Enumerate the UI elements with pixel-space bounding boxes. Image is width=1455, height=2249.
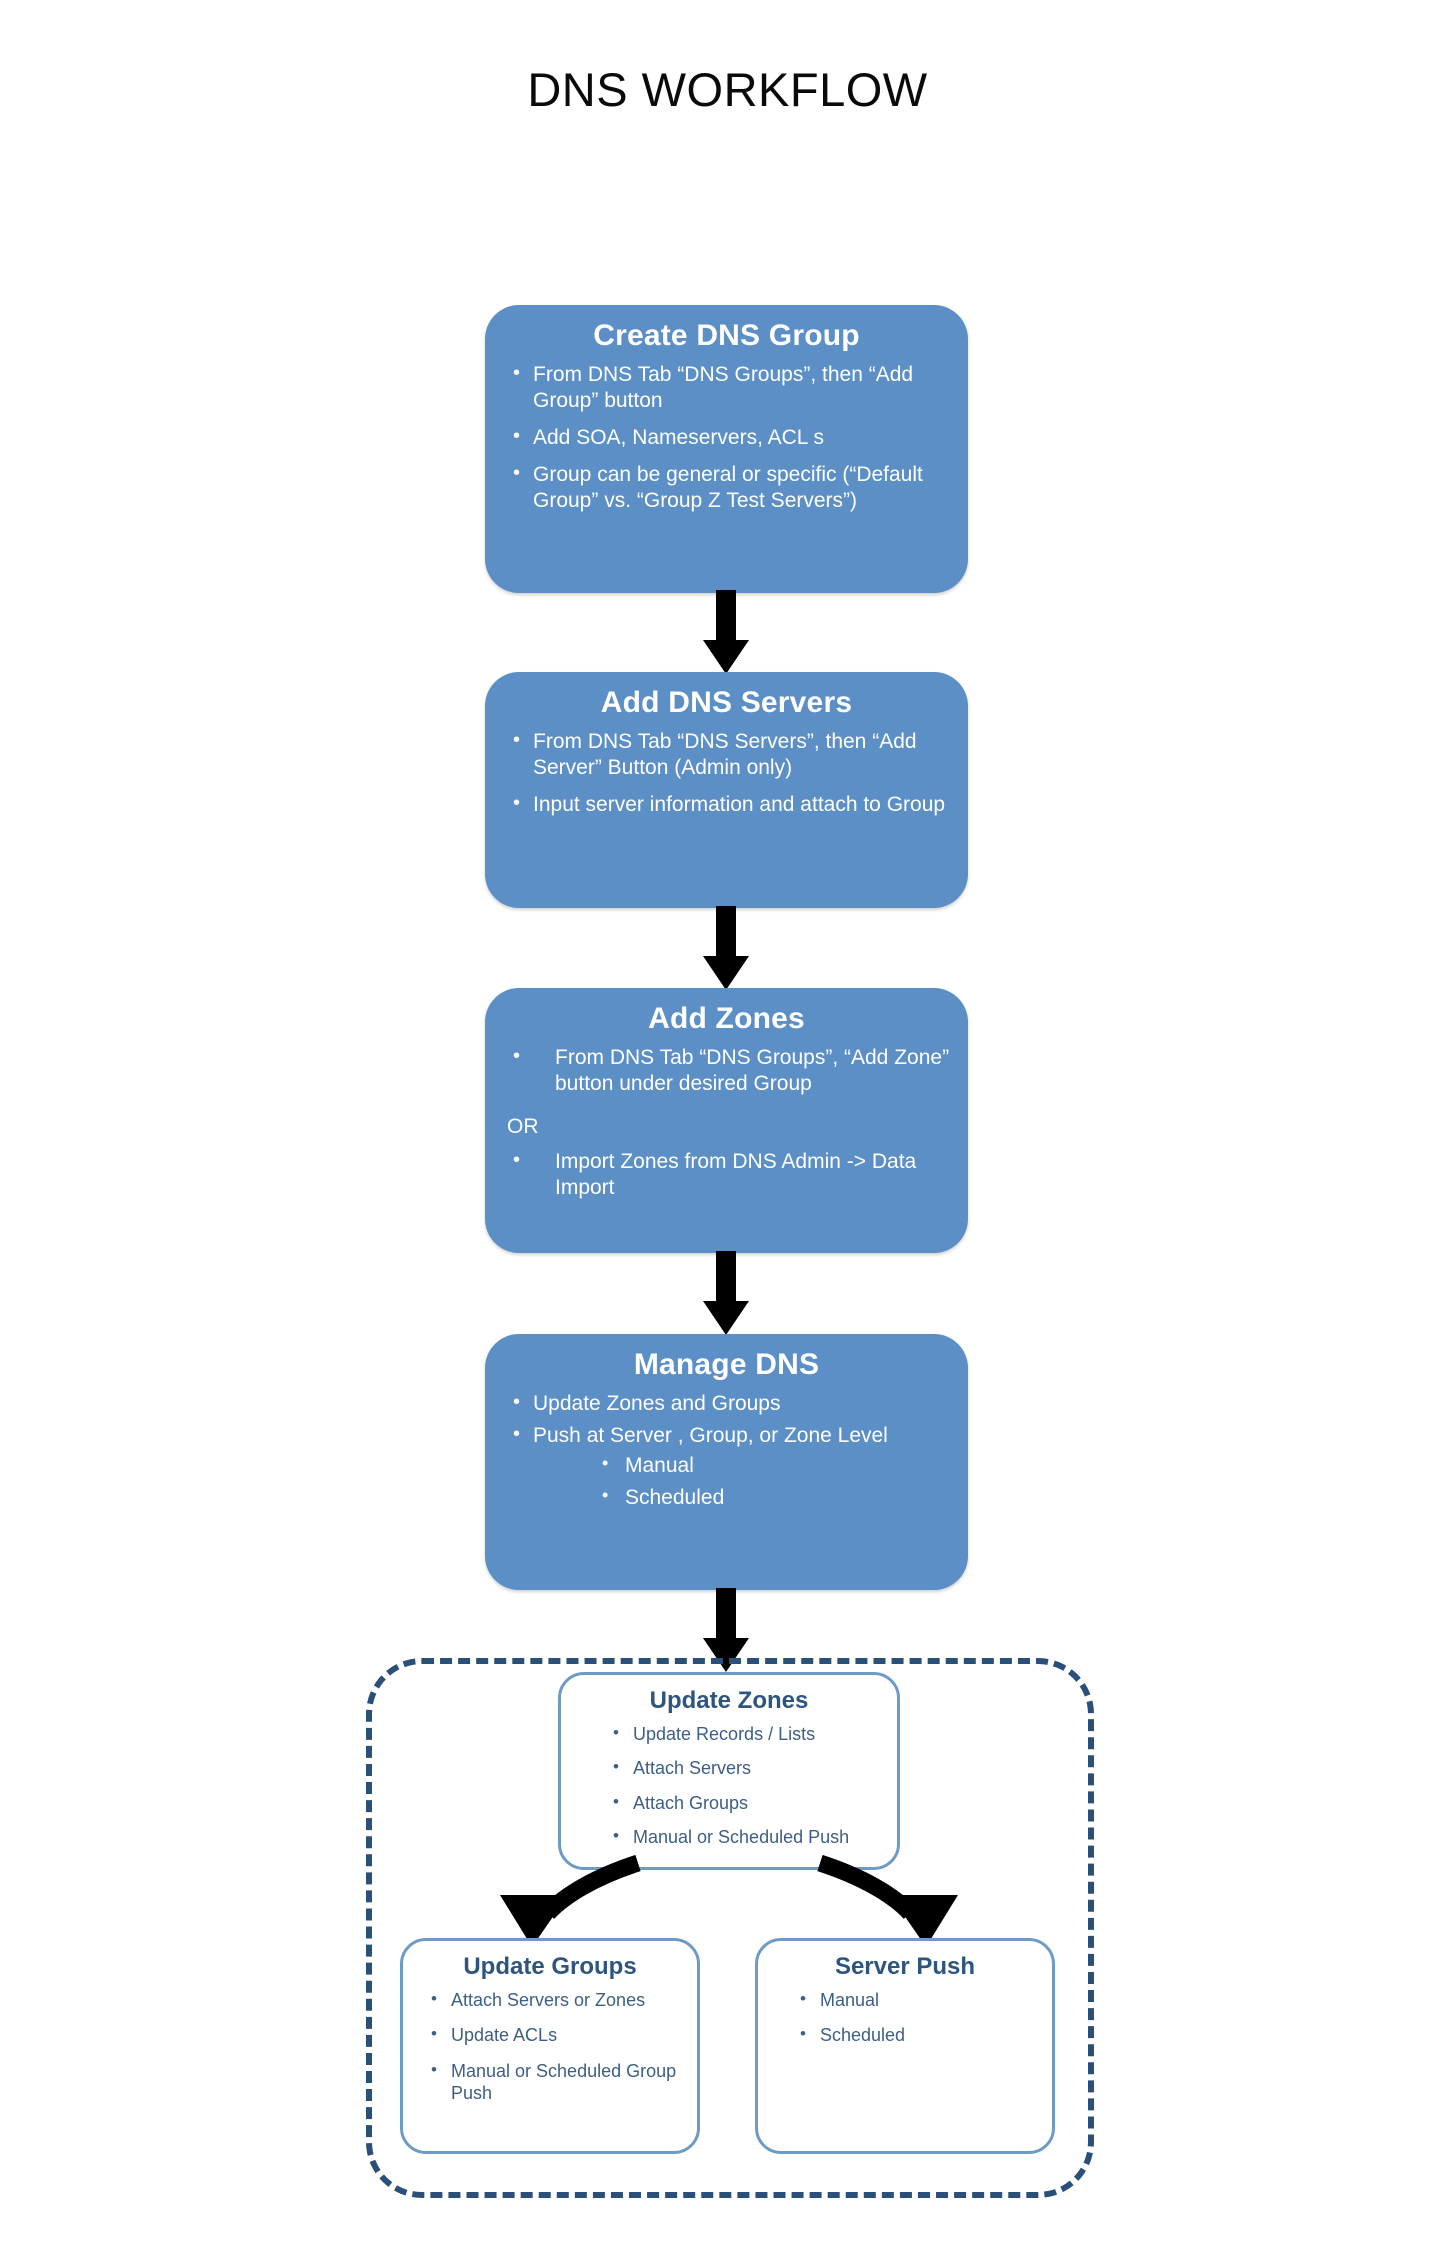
bullet-item: Manual or Scheduled Push	[603, 1825, 887, 1849]
step-box-manage-dns[interactable]: Manage DNS Update Zones and Groups Push …	[485, 1334, 968, 1590]
flow-arrow-down-1	[703, 590, 749, 674]
bullet-item: Update Records / Lists	[603, 1722, 887, 1746]
detail-title-update-groups: Update Groups	[463, 1953, 637, 1980]
bullet-item: Update ACLs	[421, 2023, 687, 2047]
arrow-head	[703, 1301, 749, 1335]
step-bullets-add-dns-servers: From DNS Tab “DNS Servers”, then “Add Se…	[485, 727, 968, 818]
arrow-head	[703, 1638, 749, 1672]
bullet-item: Attach Servers or Zones	[421, 1988, 687, 2012]
bullet-item: Scheduled	[790, 2023, 1042, 2047]
detail-box-server-push[interactable]: Server Push Manual Scheduled	[755, 1938, 1055, 2154]
detail-group-container	[366, 1658, 1094, 2198]
bullet-item: Import Zones from DNS Admin -> Data Impo…	[507, 1148, 950, 1201]
step-title-create-dns-group: Create DNS Group	[593, 319, 860, 352]
step-bullets-add-zones-before: From DNS Tab “DNS Groups”, “Add Zone” bu…	[485, 1043, 968, 1097]
arrow-shaft	[716, 1251, 736, 1301]
bullet-item: Attach Groups	[603, 1791, 887, 1815]
detail-bullets-update-groups: Attach Servers or Zones Update ACLs Manu…	[403, 1988, 697, 2105]
sub-bullet-item: Scheduled	[507, 1484, 950, 1511]
bullet-item: Attach Servers	[603, 1756, 887, 1780]
detail-bullets-update-zones: Update Records / Lists Attach Servers At…	[561, 1722, 897, 1849]
bullet-item: Push at Server , Group, or Zone Level	[507, 1422, 950, 1449]
step-title-add-dns-servers: Add DNS Servers	[600, 686, 853, 719]
arrow-head	[703, 956, 749, 990]
bullet-item: From DNS Tab “DNS Servers”, then “Add Se…	[507, 727, 950, 781]
detail-title-update-zones: Update Zones	[649, 1687, 809, 1714]
bullet-item: Update Zones and Groups	[507, 1389, 950, 1417]
arrow-shaft	[716, 1588, 736, 1638]
step-title-manage-dns: Manage DNS	[633, 1348, 820, 1381]
bullet-item: Group can be general or specific (“Defau…	[507, 461, 950, 514]
arrow-head	[703, 640, 749, 674]
step-bullets-add-zones-after: Import Zones from DNS Admin -> Data Impo…	[485, 1148, 968, 1201]
bullet-item: Manual or Scheduled Group Push	[421, 2059, 687, 2105]
step-box-create-dns-group[interactable]: Create DNS Group From DNS Tab “DNS Group…	[485, 305, 968, 593]
detail-title-server-push: Server Push	[834, 1953, 976, 1980]
bullet-item: Add SOA, Nameservers, ACL s	[507, 424, 950, 451]
detail-bullets-server-push: Manual Scheduled	[758, 1988, 1052, 2047]
bullet-item: Manual	[790, 1988, 1042, 2012]
step-bullets-create-dns-group: From DNS Tab “DNS Groups”, then “Add Gro…	[485, 360, 968, 514]
page-title: DNS WORKFLOW	[527, 63, 928, 116]
flow-arrow-down-3	[703, 1251, 749, 1335]
arrow-shaft	[716, 906, 736, 956]
add-zones-separator-or: OR	[507, 1114, 539, 1138]
step-title-add-zones: Add Zones	[648, 1002, 805, 1035]
bullet-item: From DNS Tab “DNS Groups”, then “Add Gro…	[507, 360, 950, 414]
bullet-item: From DNS Tab “DNS Groups”, “Add Zone” bu…	[507, 1043, 950, 1097]
step-bullets-manage-dns: Update Zones and Groups Push at Server ,…	[485, 1389, 968, 1449]
flow-arrow-down-4	[703, 1588, 749, 1672]
step-box-add-zones[interactable]: Add Zones From DNS Tab “DNS Groups”, “Ad…	[485, 988, 968, 1253]
step-box-add-dns-servers[interactable]: Add DNS Servers From DNS Tab “DNS Server…	[485, 672, 968, 908]
step-subbullets-manage-dns: Manual Scheduled	[485, 1452, 968, 1512]
arrow-shaft	[716, 590, 736, 640]
detail-box-update-groups[interactable]: Update Groups Attach Servers or Zones Up…	[400, 1938, 700, 2154]
flow-arrow-down-2	[703, 906, 749, 990]
detail-box-update-zones[interactable]: Update Zones Update Records / Lists Atta…	[558, 1672, 900, 1870]
bullet-item: Input server information and attach to G…	[507, 791, 950, 818]
sub-bullet-item: Manual	[507, 1452, 950, 1479]
